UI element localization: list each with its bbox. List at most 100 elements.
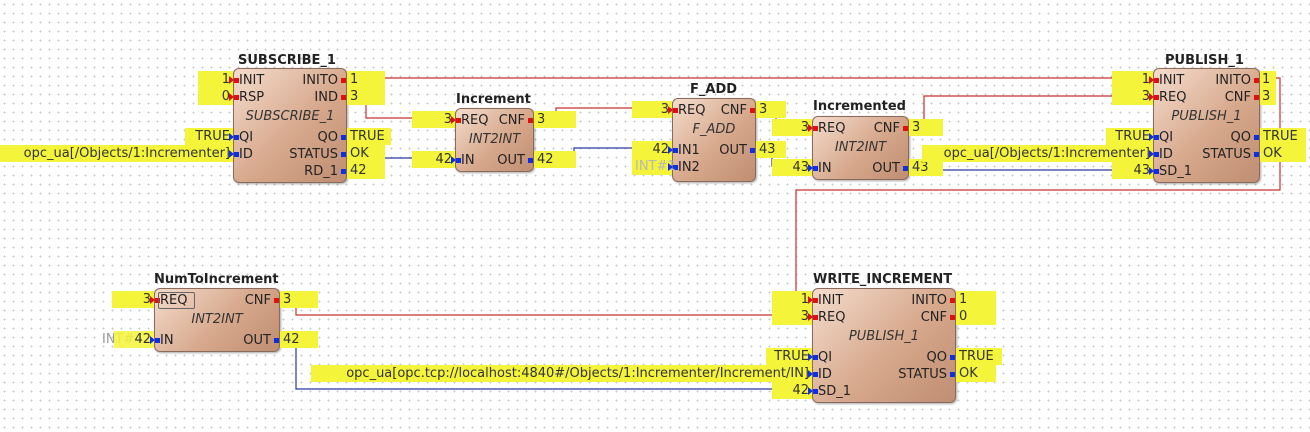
fadd-function-block[interactable]: REQ F_ADD IN1 IN2 CNF OUT — [672, 98, 756, 182]
numtoincrement-port-out[interactable]: OUT — [243, 332, 279, 349]
fadd-in2-value[interactable]: INT#1 — [632, 158, 676, 175]
write-port-cnf[interactable]: CNF — [920, 309, 955, 326]
fadd-port-in1[interactable]: IN1 — [673, 142, 700, 159]
fadd-port-cnf[interactable]: CNF — [721, 102, 755, 119]
port-label: ID — [239, 147, 253, 162]
write-port-req[interactable]: REQ — [813, 309, 845, 326]
port-label: IN — [461, 153, 475, 168]
increment-port-cnf[interactable]: CNF — [499, 112, 533, 129]
write-port-status[interactable]: STATUS — [898, 366, 955, 383]
numtoincrement-port-req[interactable]: REQ — [155, 292, 187, 309]
port-label: IN2 — [678, 160, 700, 175]
port-label: ID — [818, 367, 832, 382]
numtoincrement-in-value[interactable]: 42 — [114, 331, 155, 348]
write-port-id[interactable]: ID — [813, 366, 832, 383]
fadd-req-value[interactable]: 3 — [632, 101, 673, 118]
increment-port-req[interactable]: REQ — [456, 112, 488, 129]
value-text: 3 — [1141, 89, 1150, 104]
subscribe-port-init[interactable]: INIT — [234, 72, 264, 89]
write-qi-value[interactable]: TRUE — [766, 348, 813, 365]
incremented-function-block[interactable]: REQ IN INT2INT CNF OUT — [812, 116, 909, 180]
increment-port-in[interactable]: IN — [456, 152, 475, 169]
publish-port-id[interactable]: ID — [1154, 146, 1173, 163]
publish-function-block[interactable]: INIT REQ PUBLISH_1 QI ID SD_1 INITO CNF … — [1153, 68, 1260, 183]
port-label: STATUS — [898, 367, 947, 382]
incremented-port-req[interactable]: REQ — [813, 120, 845, 137]
publish-port-qo[interactable]: QO — [1231, 129, 1259, 146]
write-port-inito[interactable]: INITO — [911, 292, 955, 309]
write-block-type: PUBLISH_1 — [848, 329, 920, 344]
subscribe-init-value[interactable]: 1 — [198, 71, 234, 88]
value-text: 42 — [652, 142, 669, 157]
publish-port-init[interactable]: INIT — [1154, 72, 1184, 89]
subscribe-port-qi[interactable]: QI — [234, 129, 254, 146]
increment-cnf-value: 3 — [534, 111, 576, 128]
subscribe-port-ind[interactable]: IND — [314, 89, 346, 106]
publish-id-value[interactable]: opc_ua[/Objects/1:Incrementer] — [922, 145, 1154, 162]
publish-port-sd1[interactable]: SD_1 — [1154, 163, 1192, 180]
subscribe-rsp-value[interactable]: 0 — [198, 88, 234, 105]
port-label: CNF — [920, 310, 947, 325]
subscribe-port-qo[interactable]: QO — [318, 129, 346, 146]
publish-init-value[interactable]: 1 — [1112, 71, 1154, 88]
publish-req-value[interactable]: 3 — [1112, 88, 1154, 105]
publish-qi-value[interactable]: TRUE — [1106, 128, 1154, 145]
incremented-in-value[interactable]: 43 — [772, 159, 813, 176]
write-port-qo[interactable]: QO — [927, 349, 955, 366]
port-label: STATUS — [289, 147, 338, 162]
increment-port-out[interactable]: OUT — [497, 152, 533, 169]
fadd-port-req[interactable]: REQ — [673, 102, 705, 119]
increment-req-value[interactable]: 3 — [412, 111, 456, 128]
publish-sd1-value[interactable]: 43 — [1112, 162, 1154, 179]
write-function-block[interactable]: INIT REQ PUBLISH_1 QI ID SD_1 INITO CNF … — [812, 288, 956, 403]
subscribe-port-rsp[interactable]: RSP — [234, 89, 264, 106]
publish-port-qi[interactable]: QI — [1154, 129, 1173, 146]
fadd-port-in2[interactable]: IN2 — [673, 159, 700, 176]
incremented-port-out[interactable]: OUT — [872, 160, 908, 177]
numtoincrement-req-value[interactable]: 3 — [112, 291, 155, 308]
port-label: IN — [818, 161, 832, 176]
subscribe-qi-value[interactable]: TRUE — [185, 128, 234, 145]
increment-in-value[interactable]: 42 — [412, 151, 456, 168]
publish-port-req[interactable]: REQ — [1154, 89, 1186, 106]
subscribe-block-type: SUBSCRIBE_1 — [245, 109, 335, 124]
fadd-port-out[interactable]: OUT — [719, 142, 755, 159]
subscribe-port-status[interactable]: STATUS — [289, 146, 346, 163]
numtoincrement-port-in[interactable]: IN — [155, 332, 174, 349]
increment-function-block[interactable]: REQ IN INT2INT CNF OUT — [455, 108, 534, 172]
incremented-req-value[interactable]: 3 — [772, 119, 813, 136]
subscribe-port-inito[interactable]: INITO — [302, 72, 346, 89]
value-text: 3 — [660, 102, 669, 117]
port-label: SD_1 — [818, 384, 852, 399]
subscribe-id-value[interactable]: opc_ua[/Objects/1:Incrementer] — [0, 145, 234, 162]
subscribe-function-block[interactable]: INIT RSP SUBSCRIBE_1 QI ID INITO IND QO … — [233, 68, 347, 183]
publish-port-inito[interactable]: INITO — [1215, 72, 1259, 89]
subscribe-port-id[interactable]: ID — [234, 146, 253, 163]
value-text: 3 — [443, 112, 452, 127]
numtoincrement-block-type: INT2INT — [191, 312, 243, 327]
write-port-sd1[interactable]: SD_1 — [813, 383, 852, 400]
publish-port-status[interactable]: STATUS — [1202, 146, 1259, 163]
fadd-in1-value[interactable]: 42 — [632, 141, 673, 158]
increment-block-name: Increment — [456, 92, 531, 107]
write-port-init[interactable]: INIT — [813, 292, 843, 309]
write-port-qi[interactable]: QI — [813, 349, 832, 366]
port-label: ID — [1159, 147, 1173, 162]
numtoincrement-port-cnf[interactable]: CNF — [245, 292, 279, 309]
incremented-port-in[interactable]: IN — [813, 160, 832, 177]
value-text: 3 — [800, 309, 809, 324]
subscribe-port-rd1[interactable]: RD_1 — [304, 163, 346, 180]
port-label: OUT — [719, 143, 747, 158]
port-label: QI — [239, 130, 254, 145]
write-init-value[interactable]: 1 — [772, 291, 813, 308]
fadd-block-type: F_ADD — [692, 122, 736, 137]
write-id-value[interactable]: opc_ua[opc.tcp://localhost:4840#/Objects… — [311, 365, 813, 382]
numtoincrement-function-block[interactable]: REQ INT2INT IN CNF OUT — [154, 288, 280, 352]
value-text: 3 — [800, 120, 809, 135]
write-req-value[interactable]: 3 — [772, 308, 813, 325]
incremented-port-cnf[interactable]: CNF — [874, 120, 908, 137]
write-sd1-value[interactable]: 42 — [772, 382, 813, 399]
publish-port-cnf[interactable]: CNF — [1225, 89, 1259, 106]
event-wire[interactable] — [280, 297, 812, 316]
subscribe-qo-value: TRUE — [347, 128, 391, 145]
